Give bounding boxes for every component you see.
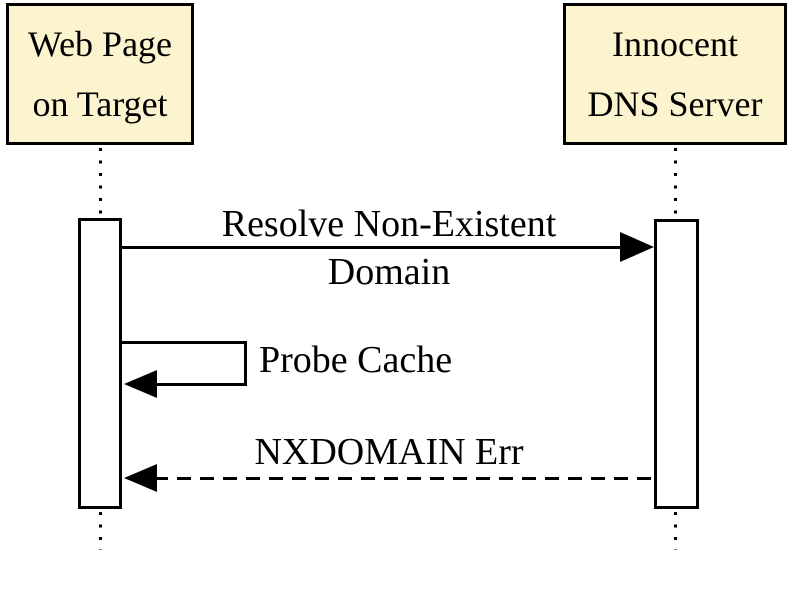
actor-label-line2: on Target	[32, 84, 168, 124]
lifeline-dns-server-top	[674, 148, 677, 216]
self-message-top-line	[122, 341, 247, 344]
actor-box-dns-server: Innocent DNS Server	[563, 3, 787, 145]
activation-bar-dns-server	[654, 219, 699, 509]
message-label-nxdomain: NXDOMAIN Err	[254, 431, 524, 473]
actor-label-line1: Innocent	[612, 24, 738, 64]
activation-bar-web-page	[78, 218, 122, 509]
self-message-bottom-line	[152, 383, 247, 386]
message-label-resolve-line2: Domain	[327, 251, 451, 293]
arrowhead-right-icon	[620, 232, 654, 262]
actor-label-line2: DNS Server	[587, 84, 763, 124]
self-message-right-line	[244, 341, 247, 386]
actor-label-line1: Web Page	[27, 24, 173, 64]
message-label-resolve-line1: Resolve Non-Existent	[221, 203, 557, 245]
message-label-probe-cache: Probe Cache	[259, 339, 453, 381]
actor-box-web-page: Web Page on Target	[6, 3, 194, 145]
arrowhead-left-icon	[124, 464, 157, 492]
message-line-nxdomain	[154, 477, 654, 480]
lifeline-web-page-bottom	[99, 512, 102, 550]
lifeline-web-page-top	[99, 148, 102, 216]
arrowhead-left-icon	[124, 370, 157, 398]
lifeline-dns-server-bottom	[674, 512, 677, 550]
message-line-resolve	[122, 246, 624, 249]
